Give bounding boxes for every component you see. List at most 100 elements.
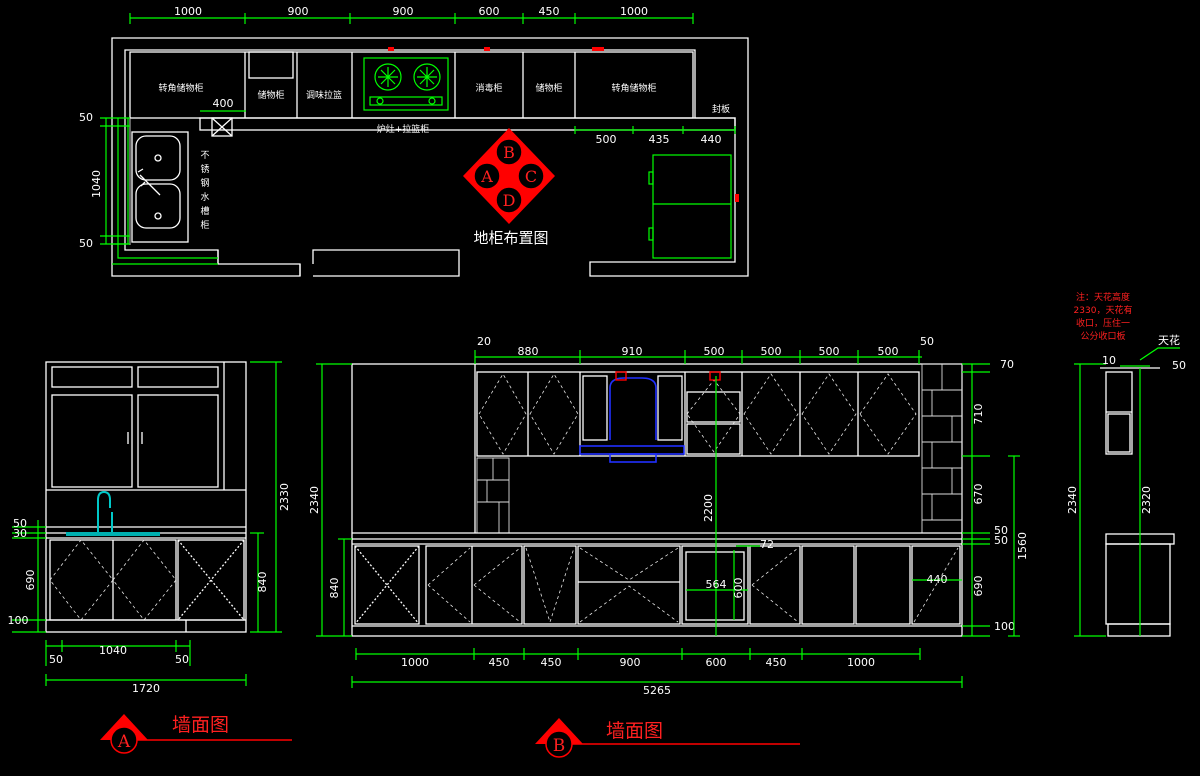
floor-plan: 1000 900 900 600 450 1000 转角储物柜 储物柜 调味拉篮… — [79, 5, 749, 277]
elevB-bottom-5265: 5265 — [643, 684, 671, 697]
elevA-dim-1720: 1720 — [132, 682, 160, 695]
plan-cabinet-row: 转角储物柜 储物柜 调味拉篮 消毒柜 储物柜 转角储物柜 封板 炉灶+拉篮柜 — [129, 51, 736, 245]
elevA-dim-840: 840 — [256, 572, 269, 593]
elevA-dim-30: 30 — [13, 527, 27, 540]
elevB-bottom-1000b: 1000 — [847, 656, 875, 669]
compass-d: D — [503, 191, 516, 210]
elevB-dim-500c: 500 — [819, 345, 840, 358]
side-dim-10: 10 — [1102, 354, 1116, 367]
side-note-4: 公分收口板 — [1080, 330, 1125, 342]
compass-c: C — [525, 167, 537, 186]
sink-icon: 不 锈 钢 水 槽 柜 — [112, 118, 218, 265]
elevation-b: 20 880 910 500 500 500 500 50 2340 840 2… — [308, 335, 1029, 758]
side-section: 注：天花高度 2330，天花有 收口，压住一 公分收口板 天花 2340 232… — [1066, 291, 1186, 637]
cab-storage-2: 储物柜 — [535, 82, 562, 94]
elevB-dim-564: 564 — [706, 578, 727, 591]
sink-label-5: 槽 — [200, 205, 209, 217]
elevation-a: 2330 840 50 30 690 100 1040 50 50 1720 — [8, 361, 292, 754]
elevB-dim-500a: 500 — [704, 345, 725, 358]
plan-dim-400: 400 — [213, 97, 234, 110]
plan-left-dimension: 50 1040 50 — [79, 111, 130, 250]
side-dim-50: 50 — [1172, 359, 1186, 372]
plan-top-dimension: 1000 900 900 600 450 1000 — [129, 5, 694, 24]
elevB-dim-2200: 2200 — [702, 494, 715, 522]
side-dim-2340: 2340 — [1066, 486, 1079, 514]
elevA-label: A 墙面图 — [100, 714, 292, 754]
elevB-bottom-450b: 450 — [541, 656, 562, 669]
cab-corner-left: 转角储物柜 — [158, 82, 203, 94]
elevB-dim-50: 50 — [920, 335, 934, 348]
cab-corner-right: 转角储物柜 — [611, 82, 656, 94]
elevB-label: B 墙面图 — [535, 718, 800, 758]
elevA-dim-50-right: 50 — [175, 653, 189, 666]
cab-seasoning: 调味拉篮 — [306, 89, 342, 101]
sink-label-3: 钢 — [200, 177, 209, 189]
elevB-dim-70: 70 — [1000, 358, 1014, 371]
sink-label-2: 锈 — [200, 163, 209, 175]
stove-icon — [363, 47, 604, 111]
elevB-dim-1560: 1560 — [1016, 532, 1029, 560]
sink-label-1: 不 — [200, 150, 209, 161]
side-ceiling-label: 天花 — [1158, 334, 1180, 347]
plan-dim-435: 435 — [649, 133, 670, 146]
elevB-dim-2340: 2340 — [308, 486, 321, 514]
compass-icon: B A C D — [463, 128, 555, 224]
elevB-dim-72: 72 — [760, 538, 774, 551]
plan-title: 地柜布置图 — [473, 229, 548, 247]
elevA-dim-100: 100 — [8, 614, 29, 627]
cab-seal-board: 封板 — [712, 103, 730, 115]
plan-dim-500: 500 — [596, 133, 617, 146]
elevB-dim-670: 670 — [972, 484, 985, 505]
plan-dim-50-top: 50 — [79, 111, 93, 124]
cab-storage-1: 储物柜 — [257, 89, 284, 101]
elevB-dim-880: 880 — [518, 345, 539, 358]
plan-dim-2: 900 — [288, 5, 309, 18]
elevB-dim-600: 600 — [732, 578, 745, 599]
plan-dim-5: 450 — [539, 5, 560, 18]
plan-dim-4: 600 — [479, 5, 500, 18]
plan-dim-3: 900 — [393, 5, 414, 18]
side-dim-2320: 2320 — [1140, 486, 1153, 514]
elevA-label-letter: A — [117, 732, 131, 752]
compass-a: A — [480, 167, 493, 186]
elevB-bottom-900: 900 — [620, 656, 641, 669]
plan-wall-openings — [217, 249, 460, 277]
elevB-dim-50a: 50 — [994, 524, 1008, 537]
elevB-dim-840: 840 — [328, 578, 341, 599]
sink-label-6: 柜 — [200, 219, 209, 231]
side-note-1: 注：天花高度 — [1076, 291, 1130, 303]
plan-dim-440: 440 — [701, 133, 722, 146]
side-note-3: 收口，压住一 — [1076, 317, 1130, 329]
elevA-dim-2330: 2330 — [278, 483, 291, 511]
elevA-dim-50-left: 50 — [49, 653, 63, 666]
elevB-dim-20: 20 — [477, 335, 491, 348]
elevB-bottom-600: 600 — [706, 656, 727, 669]
cab-disinfect: 消毒柜 — [475, 82, 502, 94]
cab-stove: 炉灶+拉篮柜 — [377, 123, 430, 135]
elevB-dim-690: 690 — [972, 576, 985, 597]
plan-right-unit: 500 435 440 — [574, 126, 739, 259]
elevB-dim-910: 910 — [622, 345, 643, 358]
plan-dim-50-bot: 50 — [79, 237, 93, 250]
elevB-dim-440: 440 — [927, 573, 948, 586]
elevA-label-text: 墙面图 — [172, 714, 229, 736]
sink-label-4: 水 — [200, 191, 209, 203]
plan-dim-6: 1000 — [620, 5, 648, 18]
side-note-2: 2330，天花有 — [1074, 304, 1133, 316]
elevB-dim-500b: 500 — [761, 345, 782, 358]
elevB-label-letter: B — [553, 736, 566, 756]
plan-dim-1040: 1040 — [90, 170, 103, 198]
column-icon: 400 — [200, 97, 246, 137]
elevB-bottom-450a: 450 — [489, 656, 510, 669]
elevA-dim-690: 690 — [24, 570, 37, 591]
elevB-dim-100: 100 — [994, 620, 1015, 633]
elevA-dim-50: 50 — [13, 517, 27, 530]
elevA-dim-1040: 1040 — [99, 644, 127, 657]
compass-b: B — [503, 143, 515, 162]
elevB-dim-500d: 500 — [878, 345, 899, 358]
elevB-dim-50b: 50 — [994, 534, 1008, 547]
plan-dim-1: 1000 — [174, 5, 202, 18]
elevB-label-text: 墙面图 — [606, 720, 663, 742]
